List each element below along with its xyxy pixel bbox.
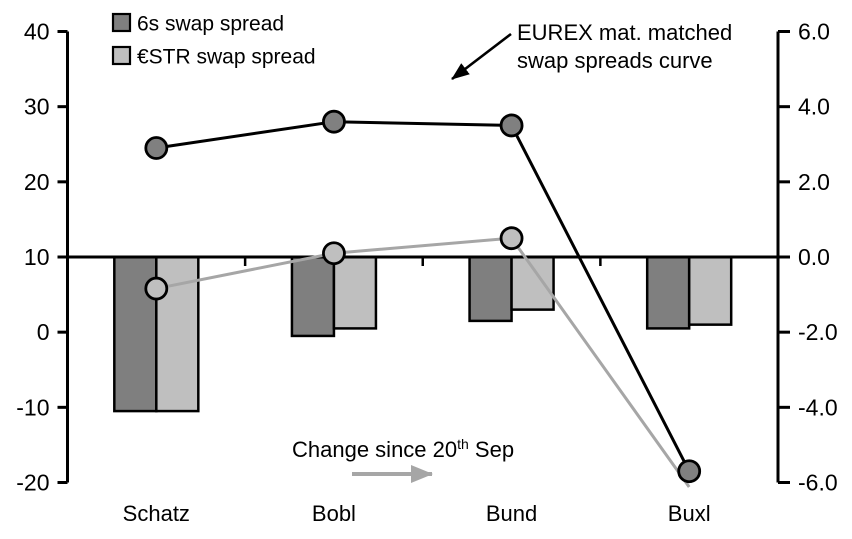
- marker-estr-bund: [499, 226, 524, 251]
- marker-estr-schatz: [144, 276, 169, 301]
- bar-6s-buxl: [645, 255, 691, 330]
- legend-swatch-6s: [111, 12, 132, 33]
- bar-estr-bund: [510, 255, 555, 311]
- left-axis-tick-label: 30: [24, 94, 50, 120]
- left-axis-tick-label: -20: [16, 470, 49, 496]
- category-label-schatz: Schatz: [123, 501, 190, 526]
- right-axis-tick-label: 0.0: [798, 244, 830, 270]
- line-estr-curve: [156, 236, 691, 488]
- category-label-bund: Bund: [486, 501, 537, 526]
- bar-6s-bobl: [290, 255, 336, 338]
- curve-label-line2: swap spreads curve: [517, 48, 713, 73]
- legend: 6s swap spread €STR swap spread: [111, 12, 316, 68]
- legend-label: 6s swap spread: [137, 12, 284, 35]
- bar-estr-bobl: [332, 255, 378, 330]
- left-axis-tick-label: 40: [24, 19, 50, 45]
- right-axis-tick-label: -6.0: [798, 470, 838, 496]
- category-label-buxl: Buxl: [668, 501, 711, 526]
- marker-6s-bund: [499, 113, 524, 138]
- left-axis-tick-label: 20: [24, 169, 50, 195]
- right-axis-tick-label: -4.0: [798, 394, 838, 420]
- left-axis-tick-label: 0: [37, 319, 50, 345]
- right-axis-tick-label: 6.0: [798, 19, 830, 45]
- annotation-change-label: Change since 20th Sep: [292, 436, 514, 483]
- marker-6s-buxl: [677, 459, 702, 484]
- right-axis-tick-label: 2.0: [798, 169, 830, 195]
- line-6s-curve: [156, 120, 691, 472]
- legend-label: €STR swap spread: [137, 45, 316, 68]
- right-axis-tick-label: 4.0: [798, 94, 830, 120]
- left-axis-tick-label: -10: [16, 394, 49, 420]
- marker-6s-bobl: [322, 109, 346, 134]
- change-label-tspan: Change since 20: [292, 437, 457, 462]
- change-label-text: Change since 20th Sep: [292, 436, 514, 462]
- change-label-tspan: th: [457, 436, 469, 452]
- marker-estr-bobl: [322, 241, 346, 266]
- curve-label-arrow: [451, 32, 512, 81]
- left-axis-tick-label: 10: [24, 244, 50, 270]
- right-axis-tick-label: -2.0: [798, 319, 838, 345]
- bar-estr-buxl: [687, 255, 733, 326]
- category-label-bobl: Bobl: [312, 501, 356, 526]
- annotation-curve-label: EUREX mat. matched swap spreads curve: [451, 20, 732, 81]
- marker-6s-schatz: [144, 136, 169, 160]
- curve-label-line1: EUREX mat. matched: [517, 20, 732, 45]
- legend-swatch-estr: [111, 45, 132, 66]
- bar-6s-bund: [468, 255, 513, 323]
- change-label-tspan: Sep: [469, 437, 514, 462]
